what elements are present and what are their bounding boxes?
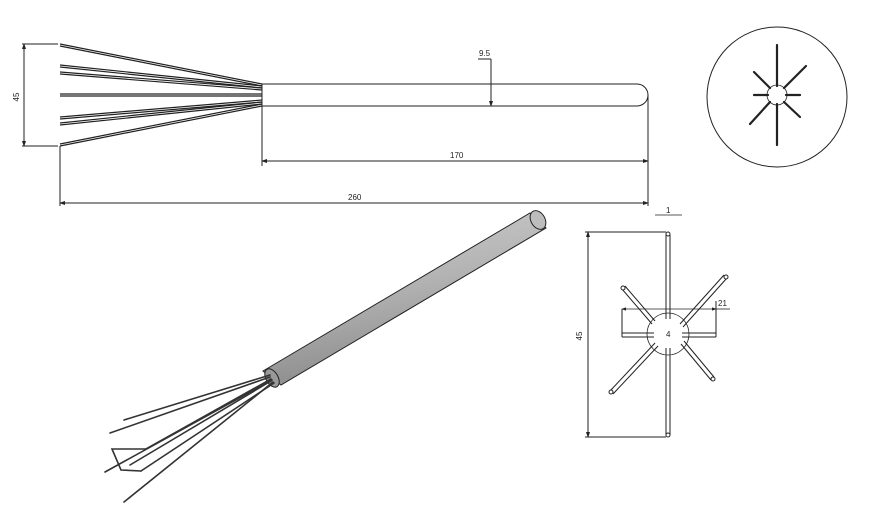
side-view-leads	[59, 43, 263, 147]
end-view-circle	[706, 26, 848, 168]
dim-span: 21	[718, 299, 727, 308]
dim-sheath-diameter: 9.5	[479, 49, 491, 58]
dim-overall-length: 260	[348, 193, 362, 202]
dim-center: 4	[666, 330, 671, 339]
dim-sheath-length: 170	[450, 151, 464, 160]
side-view	[22, 43, 649, 206]
sheath-outline	[261, 83, 649, 107]
dim-lead-spread: 45	[12, 92, 21, 101]
isometric-view	[104, 210, 547, 503]
dim-lead-end-spread: 45	[575, 331, 584, 340]
lead-end-view	[585, 214, 730, 438]
dim-lead-width: 1	[666, 206, 671, 215]
sheath-3d	[262, 212, 547, 386]
isometric-leads	[104, 374, 275, 503]
